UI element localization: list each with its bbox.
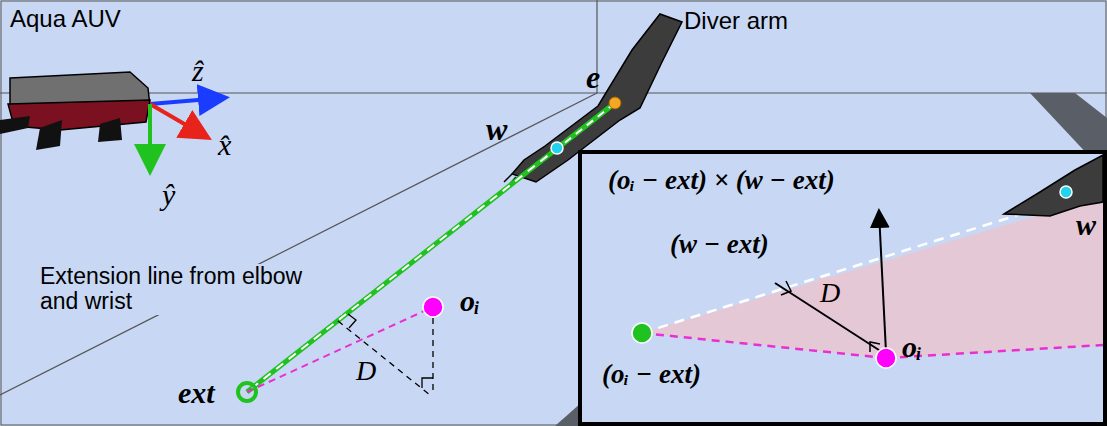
formula-label: (oᵢ − ext) × (w − ext) <box>606 166 837 196</box>
x-axis <box>150 104 205 136</box>
formula-label: (oᵢ − ext) <box>600 360 703 390</box>
formula-label: (w − ext) <box>668 230 771 260</box>
axis-label: x̂ <box>216 128 233 161</box>
z-axis <box>150 98 222 104</box>
extension-line <box>247 103 615 392</box>
point-label: ext <box>176 376 217 409</box>
point-label: w <box>1074 208 1098 241</box>
axis-label: ẑ <box>190 54 206 87</box>
wrist-point <box>551 142 563 154</box>
ext-point <box>238 383 256 401</box>
elbow-point <box>609 97 621 109</box>
point-label: oᵢ <box>458 284 482 317</box>
part-name: Diver arm <box>682 8 790 34</box>
distance-label: D <box>818 278 842 309</box>
inset-panel <box>580 152 1105 424</box>
auv-robot <box>0 72 150 150</box>
annotation: Extension line from elbow and wrist <box>38 264 342 315</box>
distance-label: D <box>354 356 378 387</box>
axis-label: ŷ <box>160 178 177 211</box>
y-axis <box>148 104 152 168</box>
point-label: w <box>484 112 509 147</box>
distance-line <box>338 321 430 395</box>
robot-name: Aqua AUV <box>8 6 123 32</box>
point-label: e <box>584 60 602 95</box>
object-point <box>423 297 443 317</box>
point-label: oᵢ <box>900 330 924 363</box>
